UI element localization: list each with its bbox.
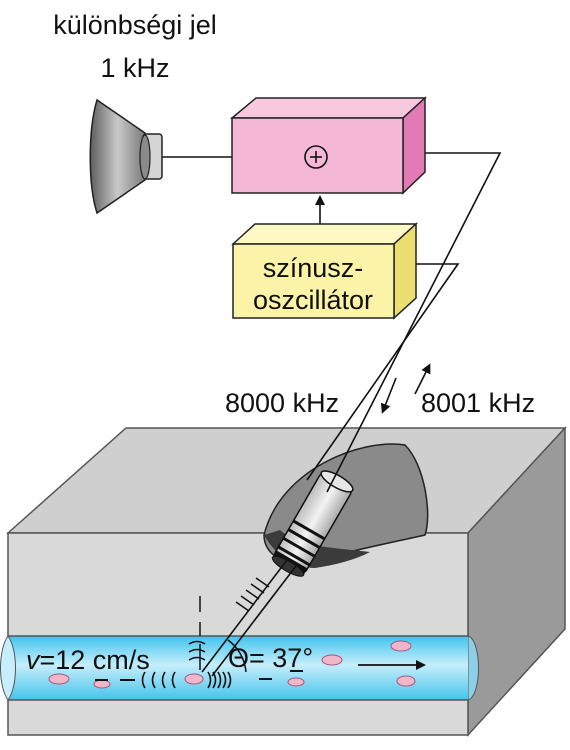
tissue-block: [6, 426, 567, 737]
oscillator-label-line2: oszcillátor: [253, 285, 373, 315]
vessel-side-opening: [467, 635, 479, 701]
adder-box: [229, 96, 427, 195]
difference-signal-label: különbségi jel: [53, 10, 217, 40]
received-frequency-label: 8001 kHz: [421, 388, 535, 418]
velocity-variable: v: [26, 645, 41, 675]
blood-cell: [287, 677, 305, 687]
emitted-frequency-label: 8000 kHz: [225, 388, 339, 418]
blood-cell: [390, 640, 412, 652]
angle-symbol: Θ: [228, 643, 249, 673]
signal-wires: [162, 152, 502, 493]
speaker-icon: [89, 98, 163, 215]
angle-label: Θ= 37°: [228, 643, 313, 673]
adder-circle: [304, 145, 328, 169]
wire-emitted: [306, 263, 460, 481]
blood-cell: [321, 654, 343, 666]
ultrasound-beam: [201, 559, 297, 677]
beam-ripples: [235, 577, 270, 612]
velocity-label: v=12 cm/s: [26, 645, 150, 675]
velocity-value: =12 cm/s: [40, 645, 150, 675]
vessel-left-opening: [0, 635, 16, 701]
blood-cell: [48, 673, 70, 685]
angle-arc: [227, 639, 247, 673]
blood-cell: [184, 673, 204, 685]
blood-cell: [93, 679, 111, 689]
arrow-received: [414, 363, 431, 395]
arrow-emitted: [380, 377, 397, 414]
ultrasound-probe-icon: [271, 470, 354, 577]
blood-cells: [48, 640, 416, 689]
blood-cell: [396, 675, 416, 687]
oscillator-label-line1: színusz-: [263, 253, 364, 283]
wire-received: [326, 152, 502, 493]
angle-value: = 37°: [249, 643, 313, 673]
vessel-dashes: [95, 670, 303, 681]
oscillator-box: színusz- oszcillátor: [231, 222, 418, 320]
difference-frequency-label: 1 kHz: [100, 53, 169, 83]
tissue-front-face: [7, 532, 469, 736]
